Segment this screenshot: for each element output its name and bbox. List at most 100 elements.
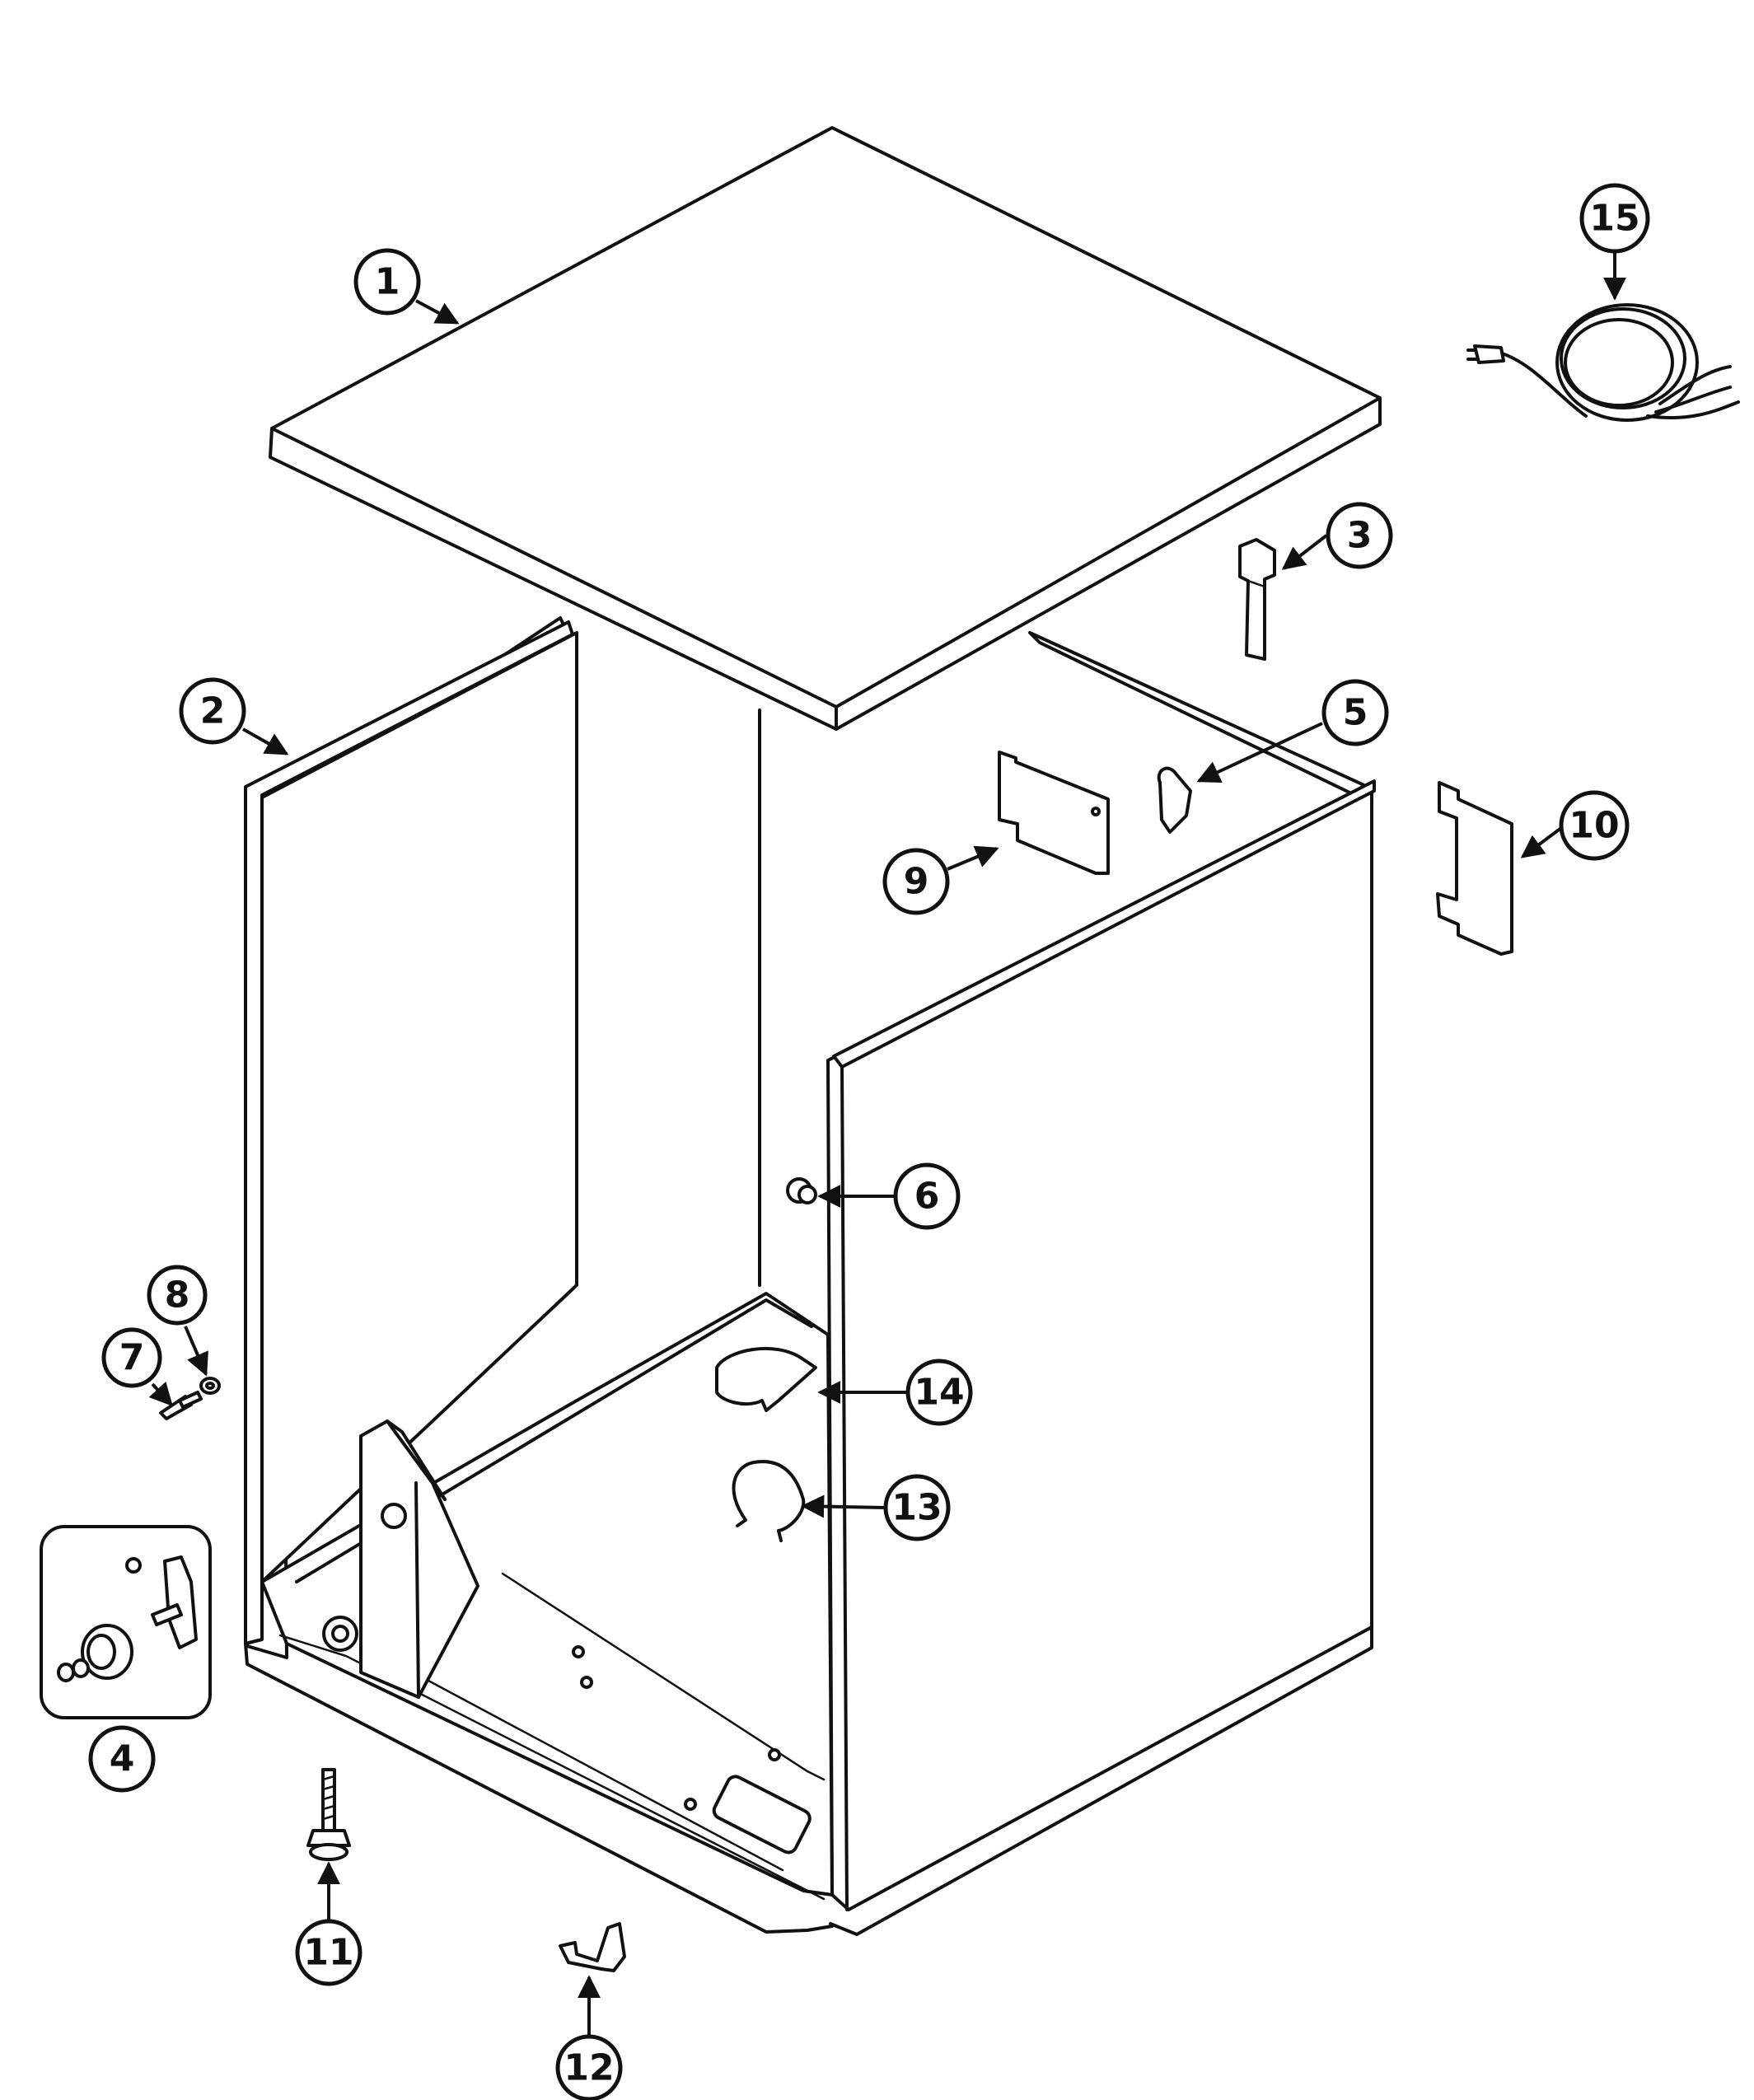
callout-label: 7 xyxy=(119,1337,145,1379)
base-hole xyxy=(684,1798,697,1811)
callout-10: 10 xyxy=(1559,790,1630,861)
roller-4-washer xyxy=(72,1658,90,1678)
cabinet-base-rib xyxy=(501,1572,826,1781)
ring-13 xyxy=(732,1460,806,1532)
callout-label: 10 xyxy=(1569,805,1619,847)
leg-part-11 xyxy=(306,1768,351,1861)
leader-7 xyxy=(148,1381,173,1407)
callout-ring xyxy=(1326,502,1393,569)
callout-12: 12 xyxy=(555,2034,623,2100)
callout-4: 4 xyxy=(88,1725,156,1793)
top-panel xyxy=(269,126,1382,731)
roller-4-hub xyxy=(87,1634,116,1670)
leader-13 xyxy=(801,1494,886,1518)
callout-ring xyxy=(893,1162,961,1230)
callout-14: 14 xyxy=(905,1359,973,1426)
roller-4-axle xyxy=(151,1603,183,1626)
callout-label: 8 xyxy=(165,1274,190,1317)
ring-13-end xyxy=(777,1529,783,1542)
leg-11-thread xyxy=(321,1794,336,1801)
leader-3 xyxy=(1281,534,1328,570)
callout-ring xyxy=(555,2034,623,2100)
plug-part-6 xyxy=(786,1177,817,1204)
cabinet-left-panel xyxy=(260,631,578,1583)
cabinet-base-rim xyxy=(295,1298,813,1583)
callout-ring xyxy=(1579,183,1650,254)
leader-lines xyxy=(148,251,1626,2039)
callout-label: 6 xyxy=(914,1176,940,1218)
bracket-part-12 xyxy=(559,1922,626,1972)
washer-part-8 xyxy=(199,1377,221,1395)
callout-ring xyxy=(883,1474,951,1541)
callout-label: 1 xyxy=(375,261,400,303)
plate-9 xyxy=(998,751,1110,875)
base-hole xyxy=(580,1676,593,1689)
callout-7: 7 xyxy=(101,1327,162,1388)
base-bolt-hole xyxy=(331,1625,349,1643)
cord-part-15 xyxy=(1466,303,1740,422)
callout-13: 13 xyxy=(883,1474,951,1541)
callouts: 1 2 3 4 5 6 7 8 xyxy=(88,183,1650,2100)
cord-15-wire xyxy=(1658,365,1732,405)
clip-part-3 xyxy=(1238,538,1276,661)
cabinet-rear-top-edge xyxy=(1028,631,1373,805)
leg-11-thread xyxy=(321,1814,336,1821)
callout-ring xyxy=(882,848,950,915)
leader-8 xyxy=(184,1326,208,1377)
plate-part-10 xyxy=(1436,781,1513,956)
callout-label: 3 xyxy=(1347,515,1373,557)
callout-ring xyxy=(905,1359,973,1426)
ring-part-13 xyxy=(732,1460,806,1542)
cord-15-plug xyxy=(1473,344,1505,364)
leader-9 xyxy=(947,845,999,871)
cabinet-right-front-edge xyxy=(840,1065,849,1911)
callout-ring xyxy=(295,1919,362,1986)
base-hole xyxy=(572,1645,585,1658)
callout-ring xyxy=(353,248,421,316)
callout-ring xyxy=(179,677,246,745)
callout-9: 9 xyxy=(882,848,950,915)
leader-1 xyxy=(415,299,460,325)
leg-11-thread xyxy=(321,1784,336,1791)
bracket-12 xyxy=(559,1922,626,1972)
callout-ring xyxy=(1321,679,1389,746)
cabinet-base-bottom xyxy=(244,1642,834,1934)
cabinet-right-top-edge xyxy=(832,779,1376,1069)
callout-ring xyxy=(88,1725,156,1793)
callout-label: 15 xyxy=(1589,198,1639,240)
plate-9-hole xyxy=(1091,807,1101,816)
callout-6: 6 xyxy=(893,1162,961,1230)
roller-4-clip xyxy=(57,1663,75,1682)
callout-label: 13 xyxy=(891,1487,942,1529)
cord-15-loop xyxy=(1564,318,1674,407)
plate-part-9 xyxy=(998,751,1110,875)
cabinet-base-front-lip xyxy=(278,1634,826,1901)
callout-label: 12 xyxy=(564,2047,614,2089)
roller-part-4 xyxy=(40,1525,212,1719)
callout-ring xyxy=(147,1265,208,1326)
callout-3: 3 xyxy=(1326,502,1393,569)
callout-label: 4 xyxy=(110,1738,135,1780)
callout-label: 9 xyxy=(904,861,929,903)
callout-label: 2 xyxy=(200,690,226,732)
front-support-bracket-top xyxy=(386,1419,447,1501)
callout-label: 5 xyxy=(1343,692,1368,734)
top-panel-body xyxy=(269,126,1382,731)
cord-15-wire xyxy=(1654,386,1732,414)
leader-2 xyxy=(242,727,289,755)
callout-8: 8 xyxy=(147,1265,208,1326)
cabinet xyxy=(244,616,1376,1936)
leg-11-foot xyxy=(309,1843,348,1861)
front-support-bracket-edge xyxy=(414,1481,420,1699)
callout-label: 11 xyxy=(303,1932,353,1974)
base-hole xyxy=(768,1748,781,1761)
clip-part-5 xyxy=(1157,766,1192,834)
washer-8-hole xyxy=(205,1382,215,1390)
cord-15-loop xyxy=(1555,303,1699,422)
cabinet-base-lip-right xyxy=(829,1625,1373,1936)
callout-ring xyxy=(101,1327,162,1388)
base-pocket xyxy=(712,1775,812,1854)
callout-5: 5 xyxy=(1321,679,1389,746)
cabinet-base-pan xyxy=(260,1292,834,1897)
